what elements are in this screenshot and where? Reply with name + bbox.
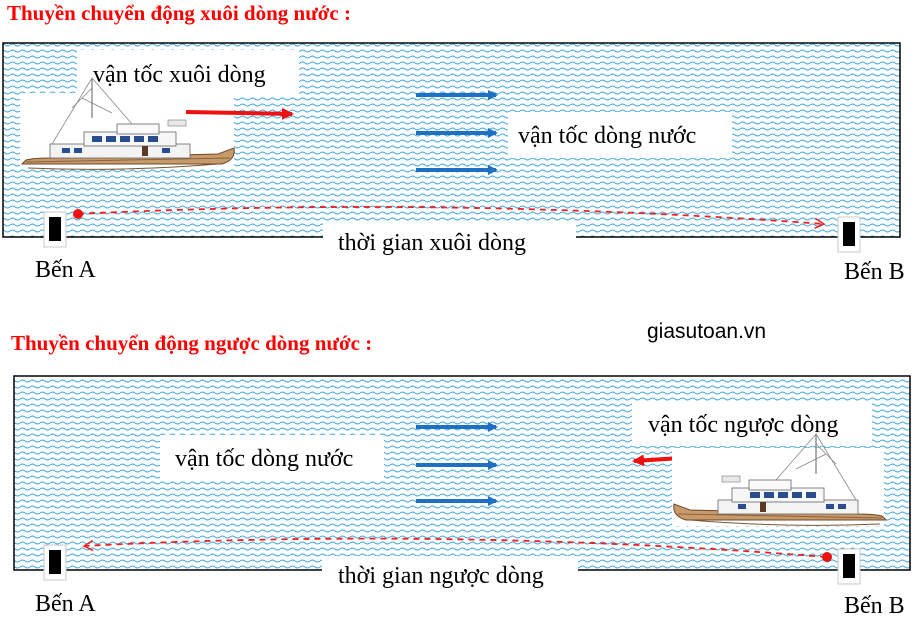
downstream-speed-arrow [185,107,294,120]
downstream-current-label: vận tốc dòng nước [518,123,696,149]
dock-b-upstream [837,548,861,585]
site-watermark: giasutoan.vn [647,320,766,343]
current-arrows-downstream [416,90,498,175]
upstream-time-label: thời gian ngược dòng [338,563,544,589]
dock-post-icon [837,216,861,253]
dock-a-downstream [43,211,67,248]
current-label-box [160,435,384,481]
boat-icon [672,433,887,526]
speed-label-box [632,402,872,446]
dock-post-icon [837,548,861,585]
downstream-path [77,206,826,230]
upstream-speed-label: vận tốc ngược dòng [648,412,838,438]
upstream-dock-a-label: Bến A [35,591,96,617]
start-dot [73,209,83,219]
downstream-dock-b-label: Bến B [844,259,905,285]
dock-a-upstream [43,544,67,581]
downstream-dock-a-label: Bến A [35,257,96,283]
start-dot [822,552,832,562]
dock-post-icon [43,544,67,581]
upstream-title: Thuyền chuyển động ngược dòng nước : [11,331,372,355]
downstream-speed-label: vận tốc xuôi dòng [93,62,266,88]
dock-post-icon [43,211,67,248]
time-label-box [323,223,576,263]
current-label-box [508,112,732,158]
upstream-current-label: vận tốc dòng nước [175,446,353,472]
upstream-dock-b-label: Bến B [844,593,905,618]
time-label-box [322,556,578,596]
downstream-time-label: thời gian xuôi dòng [338,230,526,256]
dock-b-downstream [837,216,861,253]
current-arrows-upstream [416,422,498,506]
speed-label-box [77,50,299,96]
downstream-title: Thuyền chuyển động xuôi dòng nước : [7,1,351,25]
boat-icon [20,77,235,170]
